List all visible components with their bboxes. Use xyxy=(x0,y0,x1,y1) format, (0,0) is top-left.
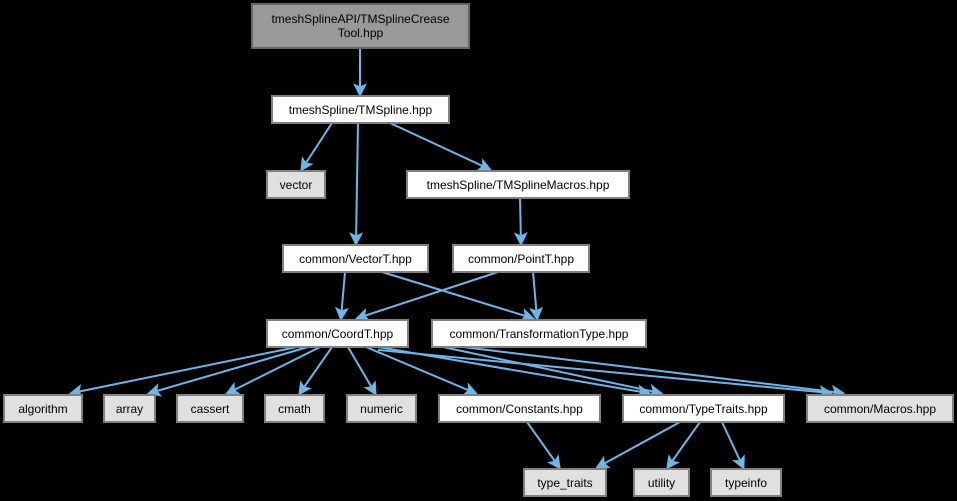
graph-node-cassert[interactable]: cassert xyxy=(176,394,244,423)
graph-edge-tmspline-to-tmsplinemacros xyxy=(389,122,492,171)
graph-edge-coordt-to-array xyxy=(146,346,309,397)
graph-node-label-numeric: numeric xyxy=(360,401,403,416)
graph-node-label-tmspline: tmeshSpline/TMSpline.hpp xyxy=(288,102,433,117)
graph-node-coordt[interactable]: common/CoordT.hpp xyxy=(266,319,409,348)
graph-node-label-vector: vector xyxy=(279,177,313,192)
graph-edge-coordt-to-algorithm xyxy=(68,346,298,398)
graph-node-label-cmath: cmath xyxy=(278,401,311,416)
graph-edge-typetraits-to-typeinfo xyxy=(721,421,745,470)
graph-node-label-typetraits: common/TypeTraits.hpp xyxy=(639,401,768,416)
graph-node-root[interactable]: tmeshSplineAPI/TMSplineCrease Tool.hpp xyxy=(251,3,470,49)
graph-node-tmsplinemacros[interactable]: tmeshSpline/TMSplineMacros.hpp xyxy=(406,170,630,199)
graph-edge-typetraits-to-type_traits xyxy=(595,421,681,469)
graph-edge-pointt-to-transformationtype xyxy=(529,271,544,322)
graph-node-array[interactable]: array xyxy=(103,394,156,423)
graph-node-label-typeinfo: typeinfo xyxy=(724,475,768,490)
graph-edge-coordt-to-numeric xyxy=(347,346,377,396)
graph-node-label-coordt: common/CoordT.hpp xyxy=(281,326,394,341)
graph-edge-typetraits-to-utility xyxy=(666,421,701,470)
graph-node-pointt[interactable]: common/PointT.hpp xyxy=(452,244,590,273)
graph-node-label-transformationtype: common/TransformationType.hpp xyxy=(449,326,629,341)
graph-edge-transformationtype-to-macros xyxy=(462,346,846,399)
graph-node-label-vectort: common/VectorT.hpp xyxy=(299,251,412,266)
graph-node-vectort[interactable]: common/VectorT.hpp xyxy=(282,244,429,273)
graph-node-label-utility: utility xyxy=(647,475,676,490)
graph-edge-constants-to-type_traits xyxy=(526,421,561,470)
graph-node-label-algorithm: algorithm xyxy=(18,401,68,416)
graph-node-label-cassert: cassert xyxy=(190,401,230,416)
graph-edge-tmspline-to-vector xyxy=(300,122,333,172)
graph-node-utility[interactable]: utility xyxy=(633,468,690,497)
graph-node-algorithm[interactable]: algorithm xyxy=(3,394,83,423)
graph-edge-tmsplinemacros-to-pointt xyxy=(513,197,528,247)
graph-node-label-constants: common/Constants.hpp xyxy=(456,401,583,416)
graph-node-typetraits[interactable]: common/TypeTraits.hpp xyxy=(622,394,785,423)
graph-edge-coordt-to-typetraits xyxy=(377,346,652,399)
graph-edge-tmspline-to-vectort xyxy=(349,122,364,247)
graph-node-label-pointt: common/PointT.hpp xyxy=(467,251,575,266)
graph-node-numeric[interactable]: numeric xyxy=(346,394,417,423)
graph-node-tmspline[interactable]: tmeshSpline/TMSpline.hpp xyxy=(271,95,450,124)
graph-node-typeinfo[interactable]: typeinfo xyxy=(710,468,782,497)
graph-edge-coordt-to-cassert xyxy=(225,346,321,395)
graph-node-cmath[interactable]: cmath xyxy=(264,394,325,423)
graph-node-transformationtype[interactable]: common/TransformationType.hpp xyxy=(431,319,647,348)
graph-edge-coordt-to-macros xyxy=(377,349,834,399)
graph-edge-vectort-to-transformationtype xyxy=(381,271,536,322)
graph-node-label-array: array xyxy=(115,401,144,416)
graph-edge-coordt-to-constants xyxy=(365,346,478,396)
graph-edge-coordt-to-cmath xyxy=(298,346,333,396)
graph-node-constants[interactable]: common/Constants.hpp xyxy=(438,394,601,423)
graph-node-label-macros: common/Macros.hpp xyxy=(823,401,937,416)
graph-edge-vectort-to-coordt xyxy=(334,271,349,322)
graph-edge-transformationtype-to-typetraits xyxy=(442,346,664,398)
graph-node-macros[interactable]: common/Macros.hpp xyxy=(806,394,954,423)
graph-edge-pointt-to-coordt xyxy=(354,271,499,322)
graph-node-label-root: tmeshSplineAPI/TMSplineCrease Tool.hpp xyxy=(271,12,450,40)
graph-node-vector[interactable]: vector xyxy=(266,170,326,199)
graph-node-label-tmsplinemacros: tmeshSpline/TMSplineMacros.hpp xyxy=(426,177,610,192)
graph-node-type_traits[interactable]: type_traits xyxy=(523,468,607,497)
graph-node-label-type_traits: type_traits xyxy=(537,475,593,490)
